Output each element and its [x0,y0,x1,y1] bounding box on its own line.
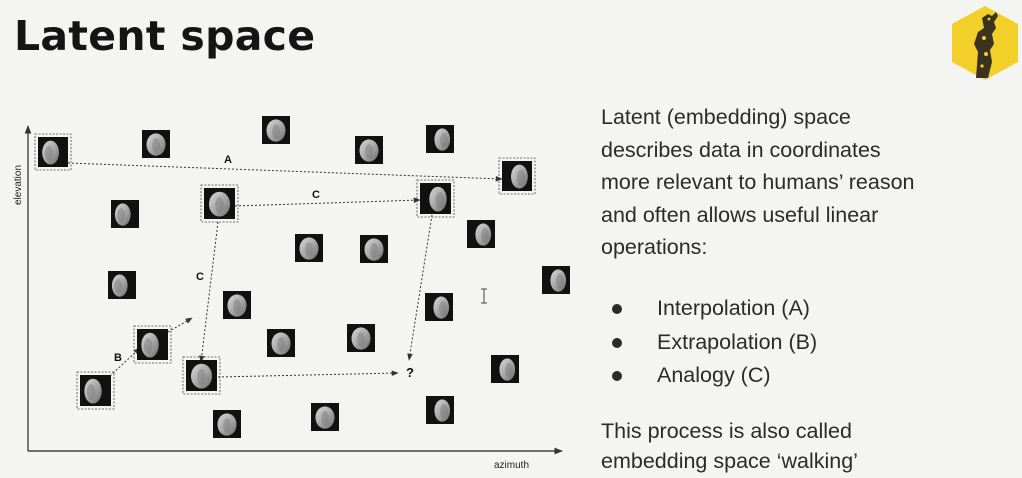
description-line: operations: [601,235,708,259]
face-thumbnail [267,329,295,357]
footer-text: This process is also called embedding sp… [601,417,1011,476]
axes [24,125,563,455]
face-thumbnail [200,184,239,223]
footer-line: embedding space ‘walking’ [601,448,858,473]
face-thumbnail [182,356,221,395]
bullet-icon [612,371,622,381]
face-thumbnail [426,396,454,424]
face-thumbnail [467,220,495,248]
face-thumbnail [355,136,383,164]
description-line: Latent (embedding) space [601,105,851,129]
label-a: A [224,154,232,166]
face-thumbnail [111,200,139,228]
face-thumbnail [311,403,339,431]
face-thumbnail [142,130,170,158]
description-line: more relevant to humans’ reason [601,170,915,194]
list-item: Extrapolation (B) [612,326,817,360]
footer-line: This process is also called [601,419,852,443]
face-thumbnail [76,371,115,410]
face-thumbnail [491,355,519,383]
arrow-c-right [407,214,433,361]
label-c-horizontal: C [312,189,320,201]
arrow-b-lower [109,347,141,377]
operations-list: Interpolation (A) Extrapolation (B) Anal… [612,292,817,393]
question-mark: ? [406,365,414,380]
list-item-label: Extrapolation (B) [657,329,818,354]
face-thumbnail [425,293,453,321]
bullet-icon [612,304,622,314]
face-thumbnails [34,116,570,438]
face-thumbnail [34,133,72,171]
slide-title: Latent space [14,12,316,60]
x-axis-label: azimuth [494,460,529,471]
face-thumbnail [360,235,388,263]
arrow-c-horizontal [234,197,421,207]
label-c-vertical: C [196,271,204,283]
face-thumbnail [213,410,241,438]
arrow-c-vertical [198,221,219,363]
bullet-icon [612,337,622,348]
description: Latent (embedding) space describes data … [601,101,1011,264]
face-thumbnail [295,234,323,262]
face-thumbnail [347,324,375,352]
list-item: Analogy (C) [612,359,817,393]
face-thumbnail [416,179,455,218]
description-line: and often allows useful linear [601,202,879,227]
face-thumbnail [498,157,536,195]
face-thumbnail [223,291,251,319]
giraffe-logo-icon [952,6,1018,80]
face-thumbnail [426,125,454,153]
arrow-a [67,162,503,182]
list-item-label: Interpolation (A) [657,296,810,320]
walk-arrows [67,162,503,378]
arrow-b-upper [167,317,193,333]
description-line: describes data in coordinates [601,137,881,162]
arrow-c-bottom [217,370,399,378]
label-b: B [114,352,122,364]
text-cursor-icon [481,288,487,304]
face-thumbnail [262,116,290,144]
list-item-label: Analogy (C) [657,363,771,387]
face-thumbnail [108,271,136,299]
y-axis-label: elevation [13,165,24,205]
face-thumbnail [133,325,172,364]
face-thumbnail [542,266,570,294]
list-item: Interpolation (A) [612,292,817,326]
latent-space-diagram: elevation azimuth A C C B ? [13,116,570,471]
